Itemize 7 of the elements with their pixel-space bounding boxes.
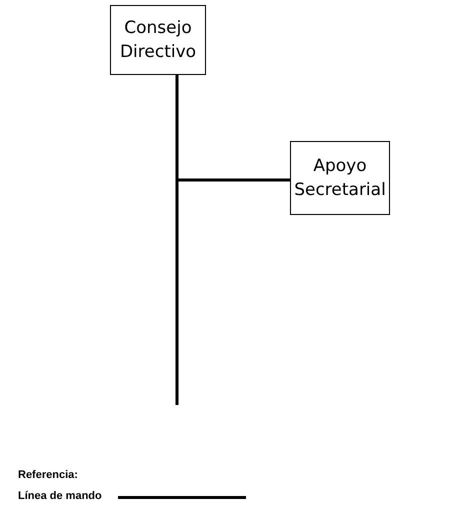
box-title: Apoyo Secretarial [293, 155, 387, 202]
legend-heading: Referencia: [18, 469, 78, 481]
box-title: Consejo Directivo [118, 17, 198, 64]
org-box [290, 141, 390, 215]
org-box [110, 5, 206, 75]
legend-label: Línea de mando [18, 490, 102, 502]
connector-line [176, 75, 178, 405]
